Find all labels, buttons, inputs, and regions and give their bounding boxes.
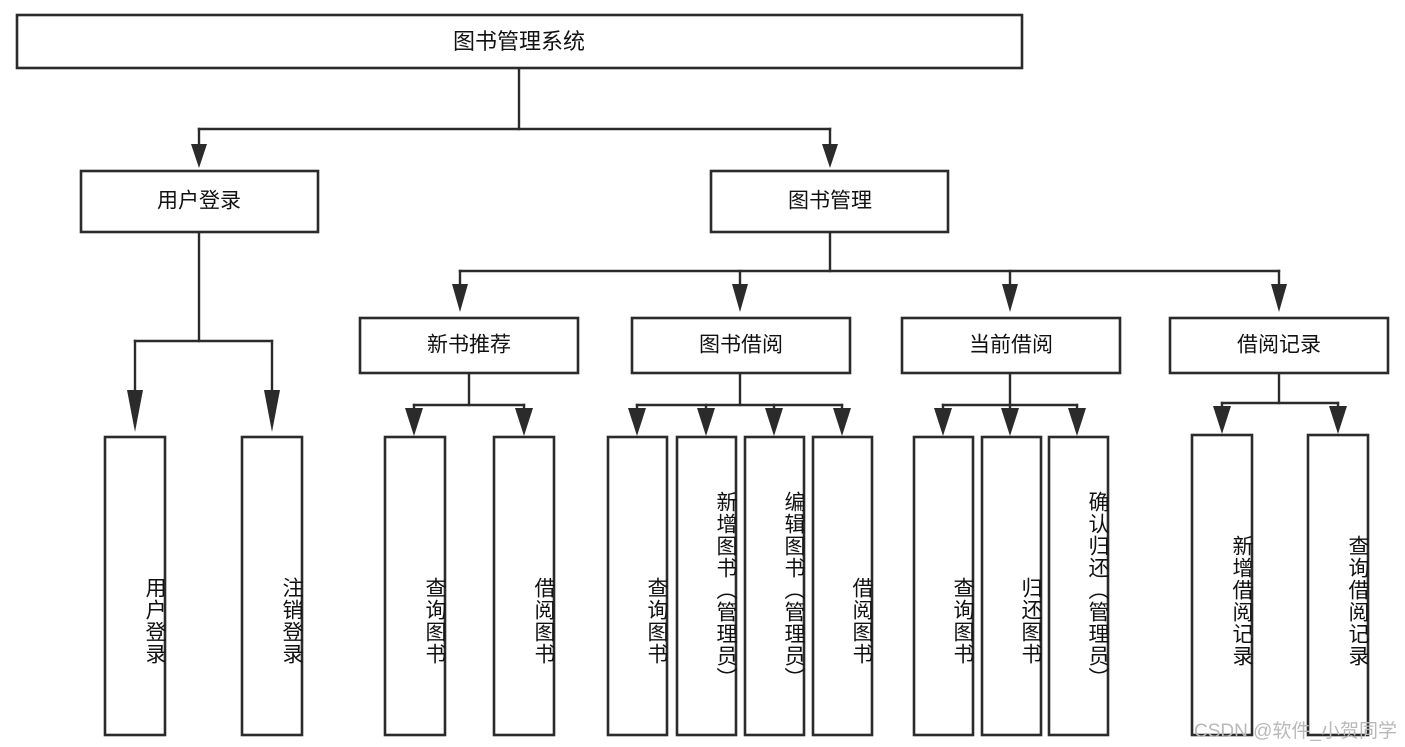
arrowhead-current-borrow [1002, 284, 1018, 312]
arrowhead-cb-leaf-3 [1068, 408, 1086, 436]
arrowhead-borrow-record [1271, 284, 1287, 312]
leaf-box-user-login-0[interactable] [103, 435, 167, 737]
arrowhead-new-book-rec [452, 284, 468, 312]
arrowhead-leaf-logout [264, 390, 280, 432]
node-user-login-box[interactable] [79, 169, 320, 234]
edge-group-newbookrec-to-leaves [405, 371, 533, 436]
leaf-box-current-borrow-1[interactable] [980, 435, 1043, 737]
node-new-book-rec[interactable]: 新书推荐 [358, 316, 580, 375]
node-new-book-rec-box[interactable] [358, 316, 580, 375]
leaf-box-group-current-borrow [912, 435, 1110, 737]
arrowhead-br-leaf-1 [1213, 406, 1231, 434]
node-new-book-rec-label: 新书推荐 [427, 334, 511, 357]
arrowhead-cb-leaf-2 [1001, 408, 1019, 436]
leaf-box-current-borrow-2[interactable] [1047, 435, 1110, 737]
node-user-login[interactable]: 用户登录 [79, 169, 320, 234]
edge-group-bookborrow-to-leaves [628, 371, 851, 436]
leaf-box-borrow-record-0[interactable] [1190, 433, 1254, 737]
edge-group-userlogin-to-leaves [127, 230, 280, 432]
node-borrow-record-label: 借阅记录 [1237, 334, 1321, 357]
leaf-box-group-borrow-record [1190, 433, 1370, 737]
arrowhead-bb-leaf-2 [697, 408, 715, 436]
arrowhead-nbr-leaf-1 [405, 408, 423, 436]
leaf-box-book-borrow-3[interactable] [811, 435, 874, 737]
arrowhead-book-manage [822, 144, 838, 168]
node-book-borrow-box[interactable] [630, 316, 852, 375]
leaf-box-new-book-rec-1[interactable] [492, 435, 556, 737]
arrowhead-cb-leaf-1 [934, 408, 952, 436]
leaf-box-book-borrow-0[interactable] [606, 435, 669, 737]
node-root-box[interactable] [15, 13, 1024, 70]
arrowhead-bb-leaf-4 [833, 408, 851, 436]
arrowhead-user-login [191, 144, 207, 168]
edge-group-bookmanage-to-level2 [452, 230, 1287, 312]
arrowhead-leaf-user-login [127, 390, 143, 432]
edge-group-currentborrow-to-leaves [934, 371, 1086, 436]
arrowhead-bb-leaf-3 [765, 408, 783, 436]
node-book-manage-label: 图书管理 [788, 190, 872, 213]
edge-group-borrowrecord-to-leaves [1213, 371, 1347, 434]
leaf-box-user-login-1[interactable] [240, 435, 304, 737]
node-book-manage-box[interactable] [709, 169, 950, 234]
node-current-borrow-label: 当前借阅 [969, 334, 1053, 357]
leaf-box-book-borrow-2[interactable] [743, 435, 806, 737]
leaf-box-borrow-record-1[interactable] [1306, 433, 1370, 737]
arrowhead-nbr-leaf-2 [515, 408, 533, 436]
arrowhead-bb-leaf-1 [628, 408, 646, 436]
leaf-box-group-book-borrow [606, 435, 874, 737]
leaf-box-group-new-book-rec [383, 435, 556, 737]
leaf-box-current-borrow-0[interactable] [912, 435, 975, 737]
node-root[interactable]: 图书管理系统 [15, 13, 1024, 70]
arrowhead-br-leaf-2 [1329, 406, 1347, 434]
node-book-borrow[interactable]: 图书借阅 [630, 316, 852, 375]
leaf-box-group-user-login [103, 435, 304, 737]
arrowhead-book-borrow [732, 284, 748, 312]
node-borrow-record[interactable]: 借阅记录 [1168, 316, 1390, 375]
leaf-box-book-borrow-1[interactable] [675, 435, 738, 737]
node-borrow-record-box[interactable] [1168, 316, 1390, 375]
node-user-login-label: 用户登录 [157, 190, 241, 213]
node-root-label: 图书管理系统 [453, 29, 585, 54]
edge-group-root-to-level1 [191, 66, 838, 168]
node-book-manage[interactable]: 图书管理 [709, 169, 950, 234]
node-current-borrow[interactable]: 当前借阅 [900, 316, 1122, 375]
node-current-borrow-box[interactable] [900, 316, 1122, 375]
leaf-box-new-book-rec-0[interactable] [383, 435, 447, 737]
node-book-borrow-label: 图书借阅 [699, 334, 783, 357]
